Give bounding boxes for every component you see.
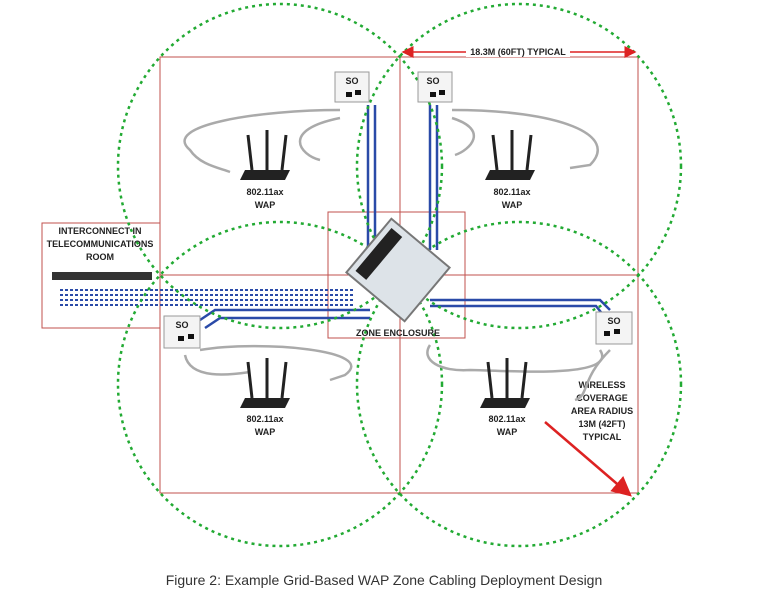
zone-enclosure-label: ZONE ENCLOSURE (356, 328, 440, 338)
svg-text:WAP: WAP (502, 200, 523, 210)
patch-panel (52, 272, 152, 280)
svg-text:SO: SO (607, 316, 620, 326)
outlets: SO SO SO SO (163, 71, 633, 349)
outlet-top-right: SO (417, 71, 453, 103)
svg-text:INTERCONNECT IN: INTERCONNECT IN (59, 226, 142, 236)
zone-bottom-right (399, 274, 639, 494)
svg-text:802.11ax: 802.11ax (246, 187, 283, 197)
zone-enclosure (344, 217, 452, 323)
outlet-top-left: SO (334, 71, 370, 103)
svg-text:COVERAGE: COVERAGE (576, 393, 628, 403)
coverage-circle (116, 2, 444, 330)
interconnect-label: INTERCONNECT IN TELECOMMUNICATIONS ROOM (47, 226, 154, 262)
svg-text:WAP: WAP (255, 427, 276, 437)
patch-cords (183, 108, 611, 402)
svg-text:802.11ax: 802.11ax (246, 414, 283, 424)
cables (60, 105, 611, 330)
svg-text:WAP: WAP (255, 200, 276, 210)
outlet-bottom-right: SO (595, 311, 633, 345)
interconnect-box (41, 222, 161, 329)
svg-text:TYPICAL: TYPICAL (583, 432, 622, 442)
svg-text:802.11ax: 802.11ax (493, 187, 530, 197)
radius-arrow (544, 421, 632, 497)
svg-text:WAP: WAP (497, 427, 518, 437)
svg-text:802.11ax: 802.11ax (488, 414, 525, 424)
svg-text:WIRELESS: WIRELESS (578, 380, 625, 390)
svg-text:SO: SO (426, 76, 439, 86)
svg-text:SO: SO (345, 76, 358, 86)
figure-caption: Figure 2: Example Grid-Based WAP Zone Ca… (165, 572, 603, 588)
zone-enclosure-box (327, 211, 466, 339)
dimension-label: 18.3M (60FT) TYPICAL (470, 47, 566, 57)
coverage-circle (116, 220, 444, 548)
coverage-circle (355, 2, 683, 330)
svg-text:SO: SO (175, 320, 188, 330)
svg-text:AREA RADIUS: AREA RADIUS (571, 406, 633, 416)
coverage-circle (355, 220, 683, 548)
svg-text:13M (42FT): 13M (42FT) (578, 419, 625, 429)
svg-text:ROOM: ROOM (86, 252, 114, 262)
svg-text:TELECOMMUNICATIONS: TELECOMMUNICATIONS (47, 239, 154, 249)
coverage-circles (116, 2, 683, 548)
coverage-label: WIRELESS COVERAGE AREA RADIUS 13M (42FT)… (571, 380, 633, 442)
outlet-bottom-left: SO (163, 315, 201, 349)
